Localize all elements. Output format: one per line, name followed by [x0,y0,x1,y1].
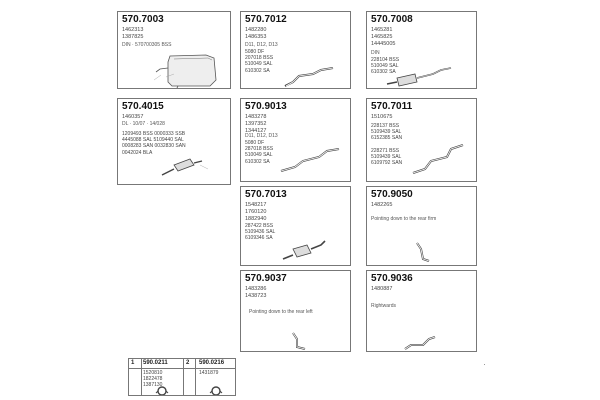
part-note: DIN · 570700305 BSS [122,42,172,48]
part-note: DL · 10/07 · 14/028 [122,121,165,127]
divider [129,368,235,369]
part-note: D11, D12, D13 [245,42,278,48]
part-card-570-9036: 570.9036 1480887 Rightwards [366,270,477,352]
clamp-code: 590.0216 [199,360,225,366]
silencer-pipe-sketch [386,67,452,87]
part-card-570-7011: 570.7011 1510675 228137 BSS 5109439 SAL … [366,98,477,182]
silencer-pipe-sketch [282,240,326,260]
tailpipe-sketch [404,336,436,350]
pipe-sketch [280,148,340,172]
part-code: 570.9013 [245,101,287,112]
part-spec: 228104 BSS 510049 SAL 610302 SA [371,57,400,76]
part-note: Pointing down to the rear firm [371,216,437,222]
clamp-icon [209,386,223,395]
part-refs: 1462313 1387825 [122,27,144,40]
part-note: D11, D12, D13 [245,133,278,139]
part-card-570-7008: 570.7008 1465281 1465825 14445005 DIN 22… [366,11,477,89]
divider [183,359,184,395]
part-code: 570.9050 [371,189,413,200]
part-code: 570.9037 [245,273,287,284]
part-note: Rightwards [371,303,397,309]
part-refs: 1460357 [122,114,144,120]
pipe-sketch [412,144,464,174]
clamp-icon [155,386,169,395]
muffler-sketch [153,54,217,88]
clamp-refs: 1431879 [199,370,219,376]
stray-dot [484,364,485,365]
part-card-570-7012: 570.7012 1482280 1486353 D11, D12, D13 5… [240,11,351,89]
part-refs: 1482265 [371,202,393,208]
clamp-refs: 1520810 1822478 1387130 [143,370,163,388]
part-code: 570.7008 [371,14,413,25]
clamp-code: 590.0211 [143,360,168,366]
catalyst-sketch [161,158,209,176]
pipe-sketch [284,67,334,87]
part-code: 570.4015 [122,101,164,112]
part-refs: 1482280 1486353 [245,27,267,40]
part-refs: 1483286 1438723 [245,286,267,299]
divider [141,359,142,395]
part-card-570-7003: 570.7003 1462313 1387825 DIN · 570700305… [117,11,231,89]
part-code: 570.7011 [371,101,413,112]
part-refs: 1510675 [371,114,393,120]
part-spec: 5080 DF 287018 BSS 510049 SAL 610302 SA [245,140,274,165]
clamp-table: 1 590.0211 1520810 1822478 1387130 2 590… [128,358,236,396]
part-code: 570.7013 [245,189,287,200]
part-spec: 287422 BSS 5109436 SAL 6109346 SA [245,223,276,242]
tailpipe-sketch [292,332,306,350]
part-refs: 1548217 1760120 1882940 [245,202,267,222]
clamp-index: 2 [186,360,190,366]
tailpipe-sketch [416,242,430,262]
part-refs: 1465281 1465825 14445005 [371,27,396,47]
part-refs: 1483278 1397352 1344127 [245,114,267,134]
part-card-570-9050: 570.9050 1482265 Pointing down to the re… [366,186,477,266]
part-spec: 1209493 BSS 0000333 SSB 4445088 SAL 5109… [122,131,186,156]
clamp-index: 1 [131,360,135,366]
part-code: 570.7012 [245,14,287,25]
part-code: 570.7003 [122,14,164,25]
part-code: 570.9036 [371,273,413,284]
part-refs: 1480887 [371,286,393,292]
part-spec: 5080 DF 207018 BSS 510049 SAL 610302 SA [245,49,274,74]
part-card-570-9013: 570.9013 1483278 1397352 1344127 D11, D1… [240,98,351,182]
part-card-570-7013: 570.7013 1548217 1760120 1882940 287422 … [240,186,351,266]
part-note: DIN [371,50,380,56]
part-spec: 228137 BSS 5109439 SAL 6152385 SAN 22827… [371,123,403,167]
part-note: Pointing down to the rear left [249,309,313,315]
part-card-570-9037: 570.9037 1483286 1438723 Pointing down t… [240,270,351,352]
part-card-570-4015: 570.4015 1460357 DL · 10/07 · 14/028 120… [117,98,231,185]
divider [195,359,196,395]
